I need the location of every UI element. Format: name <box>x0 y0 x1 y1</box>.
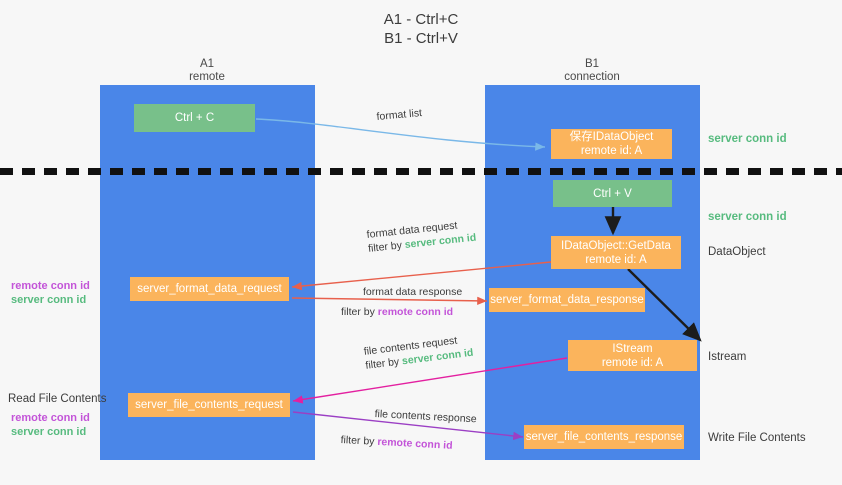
edge-filter-file-contents-response: filter by remote conn id <box>340 433 453 453</box>
dashed-divider <box>0 168 842 175</box>
node-server-format-data-request-label: server_format_data_request <box>137 283 282 295</box>
edge-label-format-list-text: format list <box>376 107 423 123</box>
edge-label-format-data-response: format data response <box>363 285 462 299</box>
remote-conn-id-text-2: remote conn id <box>377 435 453 452</box>
node-server-file-contents-response[interactable]: server_file_contents_response <box>524 425 684 449</box>
side-label-data-object: DataObject <box>708 246 766 258</box>
edge-label-format-data-request: format data request filter by server con… <box>366 217 477 256</box>
node-ctrl-v[interactable]: Ctrl + V <box>553 180 672 207</box>
node-ctrl-v-label: Ctrl + V <box>593 187 632 200</box>
left-remote-conn-id-2: remote conn id <box>11 412 90 424</box>
node-save-idataobject-line1: 保存IDataObject <box>569 131 654 143</box>
side-label-istream: Istream <box>708 351 747 363</box>
node-idataobject-getdata[interactable]: IDataObject::GetData remote id: A <box>551 236 681 269</box>
node-ctrl-c[interactable]: Ctrl + C <box>134 104 255 132</box>
edge-label-file-contents-request: file contents request filter by server c… <box>363 332 474 373</box>
node-ctrl-c-label: Ctrl + C <box>174 112 215 124</box>
node-server-file-contents-request-label: server_file_contents_request <box>135 399 283 411</box>
column-header-a1: A1 remote <box>127 58 287 84</box>
edge-filter-format-data-response: filter by remote conn id <box>341 305 453 319</box>
node-istream-line2: remote id: A <box>601 356 664 369</box>
edge-label-format-list: format list <box>376 106 423 124</box>
column-header-a1-name: A1 <box>199 58 215 70</box>
edge-label-file-contents-response-text: file contents response <box>374 407 477 426</box>
side-label-write-file-contents: Write File Contents <box>708 432 806 444</box>
left-server-conn-id-1: server conn id <box>11 294 87 306</box>
title-line-1: A1 - Ctrl+C <box>383 11 459 28</box>
filter-by-text-3: filter by <box>364 355 403 372</box>
node-getdata-line2: remote id: A <box>585 253 647 266</box>
column-header-b1-sub: connection <box>564 71 620 83</box>
title-line-2: B1 - Ctrl+V <box>384 30 458 47</box>
node-istream[interactable]: IStream remote id: A <box>568 340 697 371</box>
column-header-b1: B1 connection <box>512 58 672 84</box>
remote-conn-id-text-1: remote conn id <box>377 306 454 318</box>
node-istream-line1: IStream <box>612 342 653 355</box>
node-save-idataobject-line2: remote id: A <box>580 145 643 157</box>
node-getdata-line1: IDataObject::GetData <box>561 239 671 252</box>
node-save-idataobject[interactable]: 保存IDataObject remote id: A <box>551 129 672 159</box>
left-server-conn-id-2: server conn id <box>11 426 87 438</box>
edge-label-format-data-response-text: format data response <box>363 286 463 298</box>
filter-by-text-2: filter by <box>341 306 378 318</box>
left-remote-conn-id-1: remote conn id <box>11 280 90 292</box>
filter-by-text-1: filter by <box>367 239 406 255</box>
side-label-conn-ids-file: remote conn id server conn id <box>11 411 90 439</box>
filter-by-text-4: filter by <box>340 433 378 448</box>
side-label-server-conn-id-top: server conn id <box>708 133 787 145</box>
node-server-format-data-request[interactable]: server_format_data_request <box>130 277 289 301</box>
node-server-format-data-response[interactable]: server_format_data_response <box>489 288 645 312</box>
node-server-format-data-response-label: server_format_data_response <box>490 294 644 306</box>
side-label-conn-ids-format: remote conn id server conn id <box>11 279 90 307</box>
side-label-read-file-contents: Read File Contents <box>8 393 107 405</box>
node-server-file-contents-response-label: server_file_contents_response <box>525 431 683 443</box>
edge-label-file-contents-response: file contents response <box>374 407 477 426</box>
side-label-server-conn-id-mid: server conn id <box>708 211 787 223</box>
page-title: A1 - Ctrl+C B1 - Ctrl+V <box>0 10 842 48</box>
column-header-b1-name: B1 <box>584 58 600 70</box>
column-header-a1-sub: remote <box>189 71 225 83</box>
node-server-file-contents-request[interactable]: server_file_contents_request <box>128 393 290 417</box>
